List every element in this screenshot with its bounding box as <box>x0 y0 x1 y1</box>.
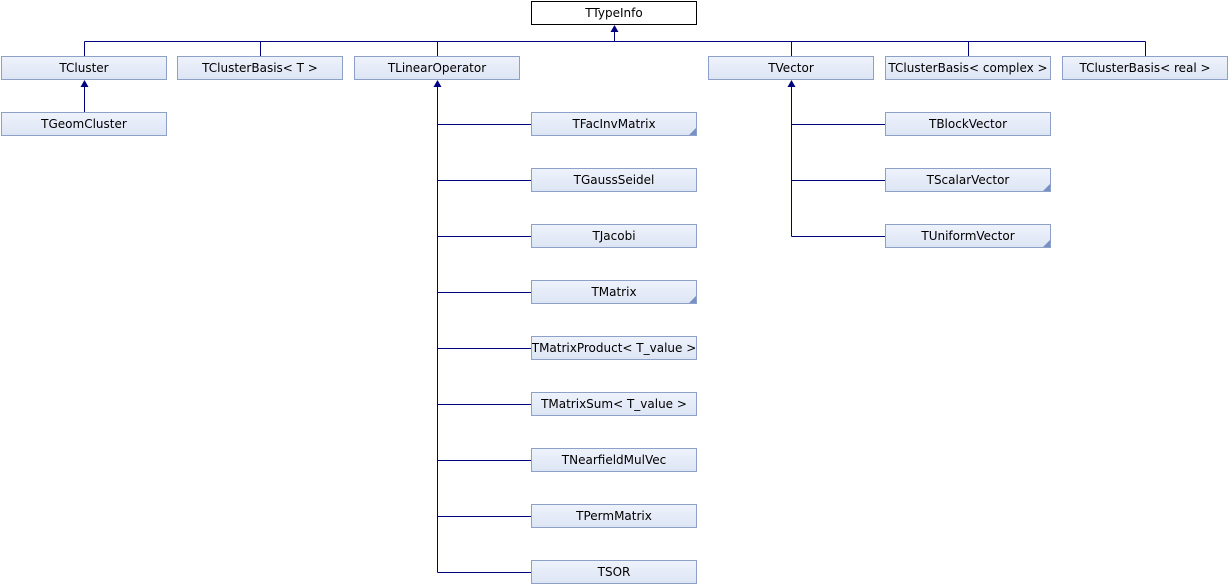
node-tfacinvmatrix[interactable]: TFacInvMatrix <box>531 112 697 136</box>
arrowhead-ttypeinfo <box>610 25 619 32</box>
node-tvector[interactable]: TVector <box>708 56 874 80</box>
arrowhead-tlinearoperator <box>433 80 442 87</box>
arrowhead-tcluster <box>80 80 89 87</box>
node-tscalarvector[interactable]: TScalarVector <box>885 168 1051 192</box>
node-tgaussseidel[interactable]: TGaussSeidel <box>531 168 697 192</box>
node-tclusterbasis-real[interactable]: TClusterBasis< real > <box>1062 56 1228 80</box>
node-tnearfieldmulvec[interactable]: TNearfieldMulVec <box>531 448 697 472</box>
node-tuniformvector[interactable]: TUniformVector <box>885 224 1051 248</box>
node-tclusterbasis-complex[interactable]: TClusterBasis< complex > <box>885 56 1051 80</box>
node-tmatrix[interactable]: TMatrix <box>531 280 697 304</box>
node-tmatrixsum[interactable]: TMatrixSum< T_value > <box>531 392 697 416</box>
node-tsor[interactable]: TSOR <box>531 560 697 584</box>
node-tblockvector[interactable]: TBlockVector <box>885 112 1051 136</box>
node-tgeomcluster[interactable]: TGeomCluster <box>1 112 167 136</box>
node-tmatrixproduct[interactable]: TMatrixProduct< T_value > <box>531 336 697 360</box>
node-tcluster[interactable]: TCluster <box>1 56 167 80</box>
node-tlinearoperator[interactable]: TLinearOperator <box>354 56 520 80</box>
node-ttypeinfo[interactable]: TTypeInfo <box>531 1 697 25</box>
node-tclusterbasis-t[interactable]: TClusterBasis< T > <box>177 56 343 80</box>
node-tjacobi[interactable]: TJacobi <box>531 224 697 248</box>
node-tpermmatrix[interactable]: TPermMatrix <box>531 504 697 528</box>
arrowhead-tvector <box>787 80 796 87</box>
